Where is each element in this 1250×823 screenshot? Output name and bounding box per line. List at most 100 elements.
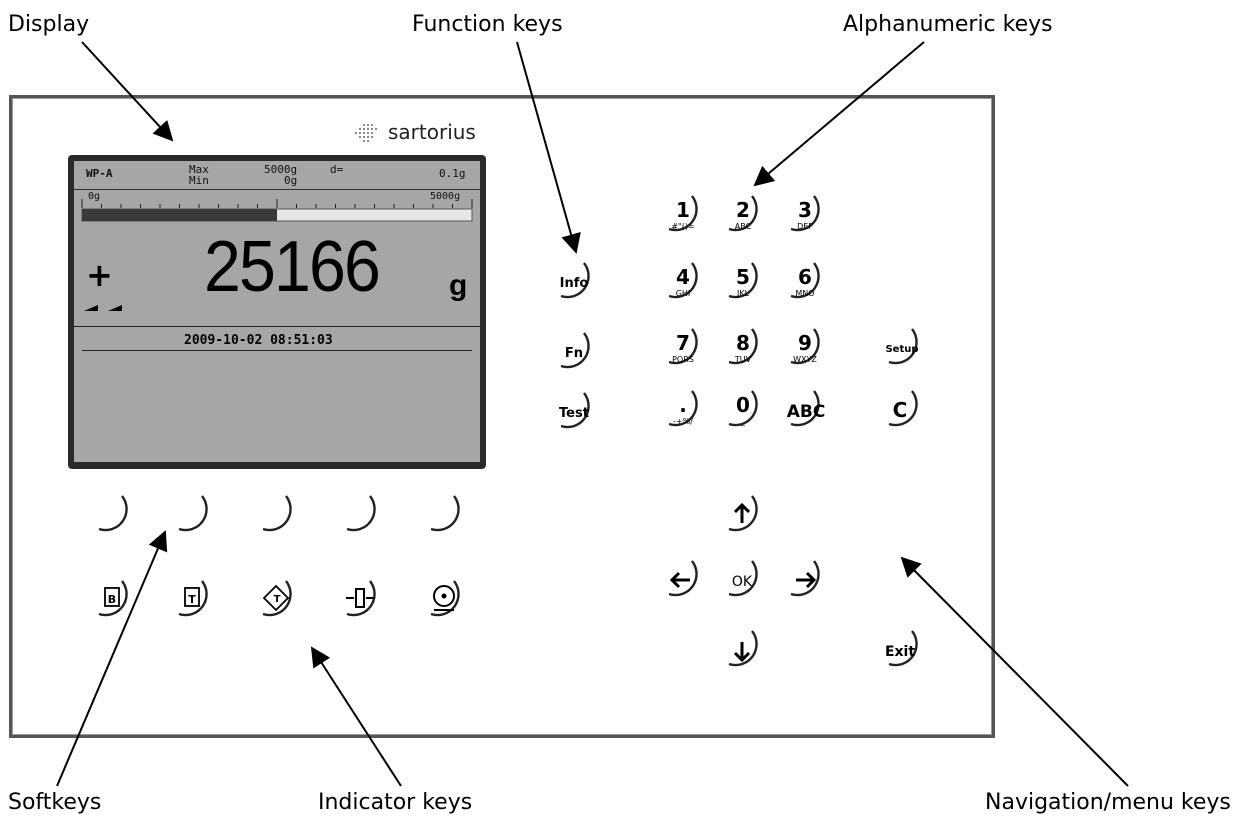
- clear-key-label: C: [893, 398, 908, 422]
- softkey-3[interactable]: [262, 495, 292, 532]
- numeric-key-main: 5: [736, 265, 750, 289]
- weight-t-key[interactable]: T: [178, 580, 208, 617]
- key-arc: [728, 495, 758, 532]
- numeric-key-1[interactable]: 1#"()=: [668, 195, 698, 232]
- numeric-key-main: 7: [676, 331, 690, 355]
- numeric-key-sub: TUV: [734, 355, 752, 364]
- key-arc: [668, 262, 698, 299]
- min-label: Min: [189, 174, 209, 187]
- function-keys-callout-arrow: [516, 41, 581, 254]
- navigation-keys-callout: Navigation/menu keys: [985, 790, 1231, 815]
- function-keys-callout: Function keys: [412, 12, 563, 37]
- function-key-label: Test: [559, 406, 589, 421]
- key-arc: [98, 495, 128, 532]
- numeric-key-sub: GHI: [676, 289, 691, 298]
- key-arc: [728, 560, 758, 597]
- arrow-down-key[interactable]: [728, 630, 758, 667]
- key-arc: [98, 580, 128, 617]
- exit-key[interactable]: Exit: [885, 630, 918, 667]
- numeric-key-main: ABC: [787, 402, 826, 422]
- indicator-keys-callout: Indicator keys: [318, 790, 473, 815]
- numeric-key-0[interactable]: 0_: [728, 390, 758, 427]
- numeric-key-sub: -+%/: [673, 417, 693, 426]
- ok-key-label: OK: [732, 574, 753, 590]
- function-key-test[interactable]: Test: [559, 392, 590, 429]
- function-key-label: Info: [560, 276, 589, 291]
- key-arc: [728, 328, 758, 365]
- setup-key-label: Setup: [885, 344, 918, 355]
- weight-b-icon: [104, 587, 120, 607]
- key-arc: [790, 390, 820, 427]
- softkey-2[interactable]: [178, 495, 208, 532]
- key-arc: [790, 262, 820, 299]
- function-key-info[interactable]: Info: [560, 262, 590, 299]
- max-label: Max: [189, 163, 209, 176]
- print-icon: [433, 585, 455, 607]
- clear-key[interactable]: C: [888, 390, 918, 427]
- softkey-1[interactable]: [98, 495, 128, 532]
- bar-right-label: 5000g: [430, 191, 461, 202]
- numeric-key-dot[interactable]: .-+%/: [668, 390, 698, 427]
- setup-key[interactable]: Setup: [885, 328, 919, 365]
- ok-key[interactable]: OK: [728, 560, 758, 597]
- print-key[interactable]: [430, 580, 460, 617]
- key-arc: [346, 495, 376, 532]
- zero-key[interactable]: [346, 580, 376, 617]
- arrow-up-key[interactable]: [728, 495, 758, 532]
- zero-icon: [346, 588, 374, 608]
- key-arc: [560, 332, 590, 369]
- numeric-key-sub: _: [740, 417, 746, 426]
- arrow-right-key[interactable]: [790, 560, 820, 597]
- numeric-key-abc[interactable]: ABC: [787, 390, 826, 427]
- key-arc: [790, 195, 820, 232]
- arrow-left-key[interactable]: [668, 560, 698, 597]
- numeric-key-sub: JKL: [736, 289, 750, 298]
- key-arc: [888, 328, 918, 365]
- numeric-key-sub: ABC: [735, 222, 752, 231]
- numeric-key-sub: PQRS: [672, 355, 694, 364]
- key-arc: [430, 495, 460, 532]
- weight-t-icon: [184, 587, 200, 607]
- softkey-4[interactable]: [346, 495, 376, 532]
- function-key-fn[interactable]: Fn: [560, 332, 590, 369]
- min-value: 0g: [284, 174, 298, 187]
- key-arc: [430, 580, 460, 617]
- max-value: 5000g: [264, 163, 298, 176]
- indicator-glyph: B: [108, 593, 116, 606]
- key-arc: [178, 495, 208, 532]
- numeric-key-sub: MNO: [795, 289, 814, 298]
- arrow-right-icon: [796, 571, 817, 589]
- alphanumeric-keys-callout: Alphanumeric keys: [843, 12, 1053, 37]
- arrow-left-icon: [669, 571, 690, 589]
- tare-icon: [262, 584, 290, 612]
- lcd-divider-3: [82, 350, 472, 351]
- tare-key[interactable]: T: [262, 580, 292, 617]
- print-dot: [441, 593, 447, 599]
- key-arc: [790, 560, 820, 597]
- key-arc: [560, 392, 590, 429]
- numeric-key-sub: WXYZ: [793, 355, 817, 364]
- key-arc: [560, 262, 590, 299]
- datetime-readout: 2009-10-02 08:51:03: [184, 333, 333, 348]
- display-callout: Display: [8, 12, 90, 37]
- key-arc: [728, 262, 758, 299]
- numeric-key-main: 6: [798, 265, 812, 289]
- numeric-key-main: .: [679, 393, 687, 417]
- weight-b-key[interactable]: B: [98, 580, 128, 617]
- softkey-5[interactable]: [430, 495, 460, 532]
- weight-readout: 25166: [204, 227, 381, 307]
- alphanumeric-keys-callout-arrow: [753, 41, 925, 187]
- bar-left-label: 0g: [88, 191, 101, 202]
- numeric-key-main: 8: [736, 331, 750, 355]
- numeric-key-main: 1: [676, 198, 690, 222]
- key-arc: [668, 328, 698, 365]
